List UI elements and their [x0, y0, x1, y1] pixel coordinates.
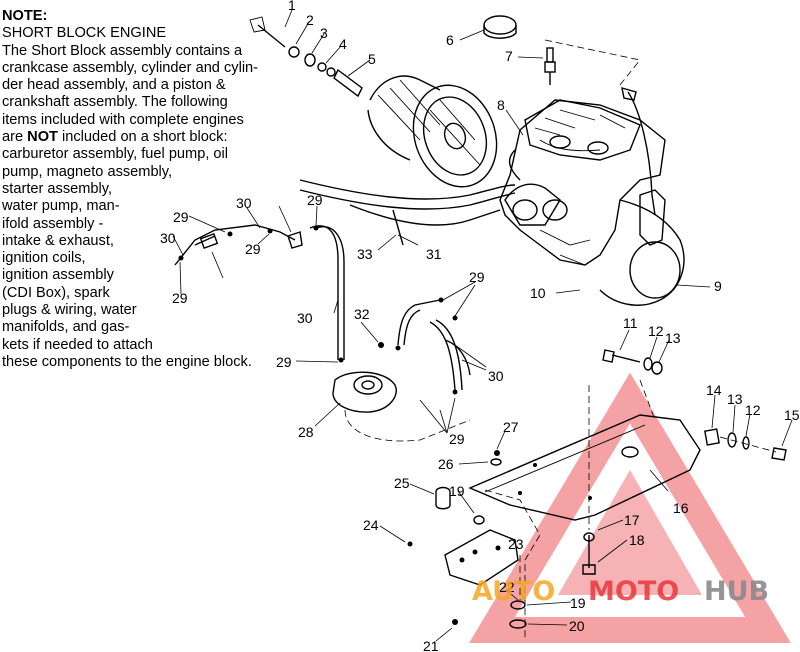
note-line: kets if needed to attach: [2, 336, 153, 353]
callout-24: 24: [363, 517, 379, 533]
note-line: starter assembly,: [2, 180, 113, 197]
lower-bracket: [407, 450, 541, 640]
note-line: items included with complete engines: [2, 111, 244, 128]
callout-6: 6: [446, 32, 454, 48]
watermark-wordmark: AUTO MOTO HUB: [472, 576, 769, 607]
vent-hoses: [395, 297, 471, 395]
note-subheading: SHORT BLOCK ENGINE: [2, 25, 167, 42]
short-block-note: NOTE: SHORT BLOCK ENGINE The Short Block…: [2, 8, 292, 371]
callout-28: 28: [298, 424, 314, 440]
recoil-starter-pulley: [367, 75, 498, 188]
callout-29e: 29: [276, 354, 292, 370]
callout-26: 26: [438, 456, 454, 472]
note-line: are NOT included on a short block:: [2, 129, 228, 146]
throttle-cables: [299, 179, 516, 226]
watermark-triangle-inner: [558, 470, 702, 595]
callout-22: 22: [499, 579, 515, 595]
callout-8: 8: [497, 97, 505, 113]
note-line: these components to the engine block.: [2, 353, 252, 370]
callout-labels: 1 2 3 4 5 6 7 8 9 10 11 12 13 14 13 12 1…: [160, 0, 800, 652]
callout-27: 27: [503, 419, 519, 435]
callout-30a: 30: [236, 195, 252, 211]
callout-10: 10: [530, 285, 546, 301]
callout-33: 33: [357, 246, 373, 262]
spacer-nut-assembly: [704, 428, 787, 461]
note-line: ifold assembly -: [2, 215, 104, 232]
note-line: intake & exhaust,: [2, 232, 114, 249]
callout-20: 20: [569, 618, 585, 634]
callout-31: 31: [426, 246, 442, 262]
callout-16: 16: [673, 500, 689, 516]
callout-11: 11: [623, 315, 638, 331]
note-line: pump, magneto assembly,: [2, 163, 173, 180]
note-line: manifolds, and gas-: [2, 319, 130, 336]
callout-29c: 29: [245, 241, 261, 257]
watermark-text-auto: AUTO: [472, 576, 555, 607]
note-line: (CDI Box), spark: [2, 284, 110, 301]
callout-29g: 29: [449, 431, 465, 447]
callout-30c: 30: [297, 310, 313, 326]
bolt-assembly-top: [249, 16, 363, 98]
callout-12b: 12: [745, 402, 761, 418]
callout-29a: 29: [173, 209, 189, 225]
callout-19b: 19: [570, 595, 586, 611]
note-line: water pump, man-: [2, 198, 120, 215]
spark-plug: [544, 47, 556, 85]
note-line: The Short Block assembly contains a: [2, 42, 243, 59]
callout-2: 2: [306, 12, 314, 28]
callout-7: 7: [505, 48, 513, 64]
callout-9: 9: [714, 278, 722, 294]
mount-bolt-18: [582, 385, 596, 575]
callout-29b: 29: [172, 290, 188, 306]
callout-29f: 29: [469, 269, 485, 285]
note-line: crankcase assembly, cylinder and cylin-: [2, 59, 259, 76]
lower-hardware: [452, 600, 527, 629]
callout-18: 18: [629, 532, 645, 548]
callout-29d: 29: [307, 192, 323, 208]
oil-cap: [483, 15, 517, 39]
callout-15: 15: [784, 407, 800, 423]
callout-1: 1: [288, 0, 296, 13]
callout-14: 14: [706, 382, 722, 398]
bolt-11-assembly: [602, 349, 663, 421]
note-line: crankshaft assembly. The following: [2, 94, 228, 111]
note-line: carburetor assembly, fuel pump, oil: [2, 146, 229, 163]
fuel-line-assembly: [174, 224, 345, 363]
callout-13a: 13: [665, 330, 681, 346]
callout-21: 21: [423, 638, 439, 652]
callout-30b: 30: [160, 230, 176, 246]
callout-23: 23: [508, 536, 524, 552]
screw-33: [392, 209, 404, 246]
callout-13b: 13: [727, 391, 743, 407]
note-heading: NOTE:: [2, 8, 48, 24]
callout-3: 3: [320, 25, 328, 41]
leader-lines: [172, 9, 793, 642]
note-line: ignition assembly: [2, 267, 114, 284]
callout-12a: 12: [648, 323, 664, 339]
watermark-text-moto: MOTO: [588, 576, 679, 607]
callout-25: 25: [394, 475, 410, 491]
callout-4: 4: [339, 36, 347, 52]
watermark-logo: [469, 372, 791, 643]
watermark-text-hub: HUB: [704, 576, 769, 607]
fuel-pump: [332, 342, 471, 442]
spark-plug-wire: [544, 39, 656, 216]
engine-block: [499, 99, 685, 306]
callout-17: 17: [624, 512, 640, 528]
watermark-triangle-outer: [469, 372, 791, 643]
callout-19a: 19: [449, 483, 465, 499]
callout-32: 32: [354, 306, 370, 322]
callout-5: 5: [368, 51, 376, 67]
note-line: plugs & wiring, water: [2, 302, 137, 319]
note-line: der head assembly, and a piston &: [2, 77, 226, 94]
note-line: ignition coils,: [2, 250, 86, 267]
callout-30d: 30: [488, 368, 504, 384]
